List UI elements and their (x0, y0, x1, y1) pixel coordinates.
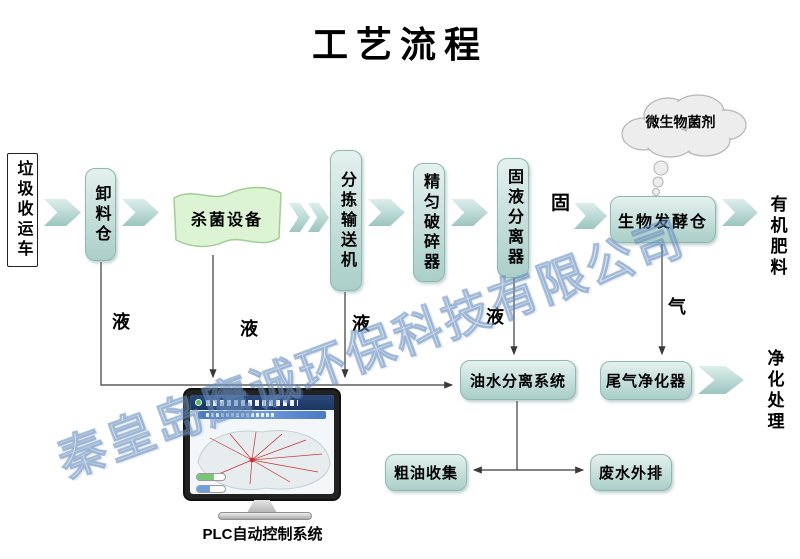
stream-label-liquid: 液 (240, 319, 258, 339)
node-tail-gas-purifier: 尾气净化器 (600, 361, 692, 400)
node-unloading-bin: 卸料仓 (85, 168, 116, 261)
screen-subtitle-strip (198, 411, 326, 419)
scroll-shape (173, 186, 282, 248)
node-sterilizer: 杀菌设备 (168, 182, 286, 254)
plc-system-label: PLC自动控制系统 (202, 526, 323, 543)
thought-bubble-trail (652, 160, 669, 196)
monitor-stand-neck (247, 500, 277, 513)
screen-progress-bar (196, 473, 226, 481)
stream-label-liquid: 液 (486, 307, 504, 327)
node-wastewater-discharge: 废水外排 (590, 454, 672, 491)
screen-title-banner (190, 395, 334, 410)
microbial-agent-cloud: 微生物菌剂 (608, 88, 753, 166)
stream-label-gas: 气 (668, 297, 686, 317)
screen-map-area (190, 420, 334, 494)
flow-arrow-icon (289, 203, 310, 232)
label-organic-fertilizer: 有机肥料 (767, 195, 787, 279)
screen-progress-bar (196, 485, 226, 493)
node-crusher: 精匀破碎器 (413, 163, 445, 282)
node-sterilizer-label: 杀菌设备 (190, 212, 263, 229)
page-title: 工艺流程 (311, 24, 488, 65)
label-purification: 净化处理 (764, 349, 784, 433)
china-map-graphic (197, 430, 331, 491)
plc-monitor (183, 388, 341, 501)
stream-label-liquid: 液 (112, 312, 130, 332)
flow-arrow-icon (308, 203, 329, 232)
node-solid-liquid-separator: 固液分离器 (497, 158, 529, 278)
stream-label-solid: 固 (551, 193, 571, 214)
screen-title-text (206, 399, 298, 406)
node-fermentation-bin: 生物发酵仓 (610, 196, 716, 243)
monitor-screen (190, 395, 334, 494)
monitor-stand-base (218, 512, 312, 520)
stream-label-liquid: 液 (352, 314, 370, 334)
node-sorting-conveyor: 分拣输送机 (330, 150, 362, 291)
node-crude-oil-collection: 粗油收集 (385, 454, 467, 491)
cloud-icon (621, 94, 747, 158)
microbial-agent-label: 微生物菌剂 (645, 114, 716, 130)
node-oil-water-system: 油水分离系统 (460, 360, 576, 400)
screen-logo-icon (195, 399, 202, 406)
node-garbage-truck: 垃圾收运车 (7, 153, 38, 267)
